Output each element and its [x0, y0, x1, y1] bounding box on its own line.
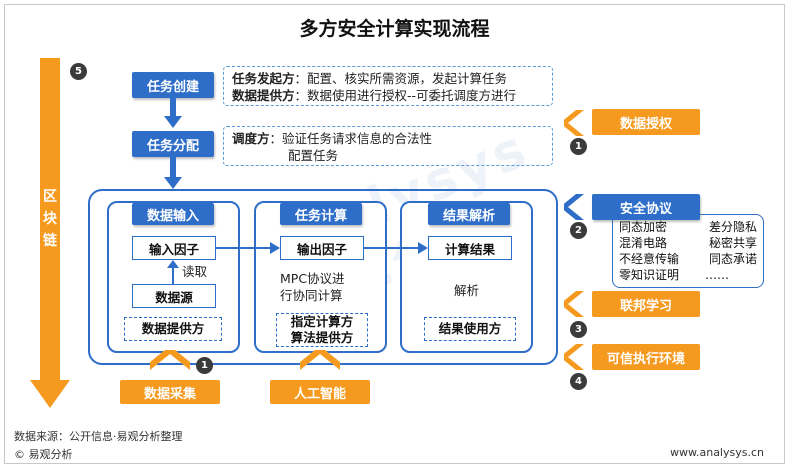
- protocol-item: 混淆电路: [619, 236, 668, 250]
- blockchain-arrow: [30, 58, 70, 408]
- protocol-item: 同态加密: [619, 220, 668, 234]
- right-arrow-icon: [216, 242, 280, 254]
- left-chevron-icon: [564, 291, 584, 317]
- blockchain-char: 块: [43, 211, 57, 227]
- protocol-item: 秘密共享: [708, 236, 757, 250]
- role-desc: ：数据使用进行授权--可委托调度方进行: [294, 88, 517, 103]
- task-assign-button[interactable]: 任务分配: [132, 131, 214, 157]
- step-badge-1: 1: [196, 357, 213, 374]
- task-compute-header: 任务计算: [280, 203, 362, 225]
- down-arrow-icon: [164, 98, 182, 128]
- protocol-item: 不经意传输: [619, 252, 680, 266]
- role-label: 任务发起方: [232, 71, 295, 86]
- ai-label: 人工智能: [270, 380, 370, 404]
- security-protocol-label: 安全协议: [592, 194, 700, 220]
- federated-learning-label: 联邦学习: [592, 291, 700, 317]
- data-provider-box: 数据提供方: [124, 317, 222, 341]
- parse-label: 解析: [454, 283, 480, 298]
- compute-provider-line: 指定计算方: [290, 314, 354, 329]
- protocol-item: 差分隐私: [708, 220, 757, 234]
- protocol-item: ……: [705, 268, 729, 282]
- up-arrow-icon: [167, 260, 179, 284]
- step-badge-4: 4: [570, 373, 587, 390]
- up-chevron-icon: [300, 350, 340, 370]
- blockchain-char: 链: [43, 233, 57, 249]
- process-container: [88, 189, 558, 365]
- data-auth-label: 数据授权: [592, 109, 700, 135]
- mpc-desc-line: 行协同计算: [280, 288, 343, 303]
- input-factor-box[interactable]: 输入因子: [132, 236, 216, 260]
- task-assign-desc: 调度方：验证任务请求信息的合法性 配置任务: [223, 126, 553, 166]
- output-factor-box[interactable]: 输出因子: [280, 236, 364, 260]
- up-chevron-icon: [150, 350, 190, 370]
- compute-result-box[interactable]: 计算结果: [428, 236, 512, 260]
- protocol-item: 零知识证明: [619, 268, 680, 282]
- read-label: 读取: [182, 264, 208, 279]
- compute-provider-box: 指定计算方 算法提供方: [276, 313, 368, 347]
- role-desc: ：验证任务请求信息的合法性: [269, 131, 433, 146]
- left-chevron-icon: [564, 110, 584, 136]
- data-source-box[interactable]: 数据源: [132, 284, 216, 308]
- role-desc: ：配置、核实所需资源，发起计算任务: [294, 71, 508, 86]
- result-user-box: 结果使用方: [424, 317, 516, 341]
- blockchain-char: 区: [43, 189, 57, 205]
- data-collect-label: 数据采集: [120, 380, 220, 404]
- left-chevron-blue-icon: [564, 194, 584, 220]
- step-badge-5: 5: [70, 63, 87, 80]
- left-chevron-icon: [564, 344, 584, 370]
- copyright-note: © 易观分析: [14, 448, 73, 461]
- down-arrow-icon: [164, 157, 182, 189]
- task-create-desc: 任务发起方：配置、核实所需资源，发起计算任务 数据提供方：数据使用进行授权--可…: [223, 66, 553, 106]
- mpc-desc: MPC协议进 行协同计算: [280, 270, 364, 304]
- blockchain-label: 区 块 链: [30, 186, 70, 252]
- right-arrow-icon: [364, 242, 428, 254]
- protocol-item: 同态承诺: [708, 252, 757, 266]
- page-frame: [4, 4, 785, 464]
- compute-provider-line: 算法提供方: [290, 330, 354, 345]
- role-label: 调度方: [232, 131, 270, 146]
- protocol-list: 同态加密 差分隐私 混淆电路 秘密共享 不经意传输 同态承诺 零知识证明 ……: [612, 214, 764, 288]
- data-input-header: 数据输入: [132, 203, 214, 225]
- task-create-button[interactable]: 任务创建: [132, 72, 214, 98]
- step-badge-2: 2: [570, 222, 587, 239]
- result-parse-header: 结果解析: [428, 203, 510, 225]
- step-badge-1: 1: [570, 138, 587, 155]
- tee-label: 可信执行环境: [592, 344, 700, 370]
- role-label: 数据提供方: [232, 88, 295, 103]
- site-url: www.analysys.cn: [670, 446, 764, 459]
- mpc-desc-line: MPC协议进: [280, 271, 345, 286]
- step-badge-3: 3: [570, 321, 587, 338]
- data-source-note: 数据来源：公开信息·易观分析整理: [14, 430, 183, 443]
- page-title: 多方安全计算实现流程: [299, 18, 490, 40]
- role-desc: 配置任务: [288, 148, 339, 163]
